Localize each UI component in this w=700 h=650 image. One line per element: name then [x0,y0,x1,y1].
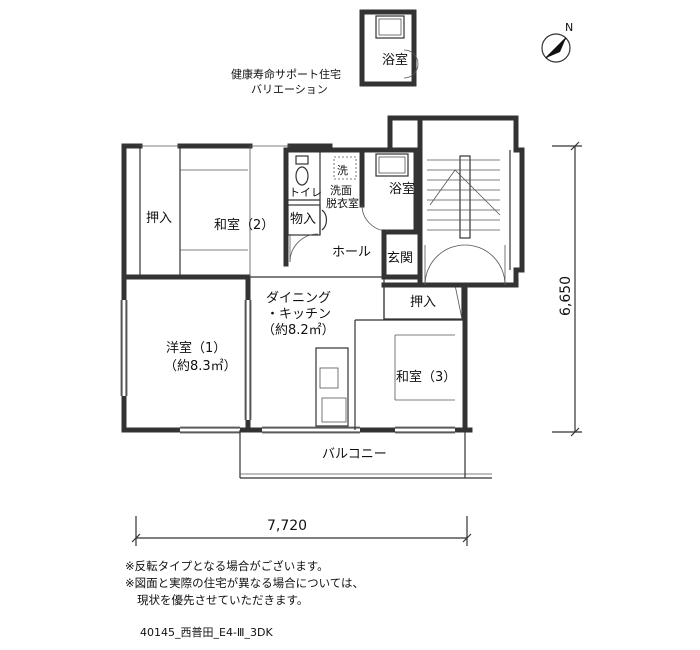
room-datsuijo: 脱衣室 [326,196,359,210]
compass-north-icon: N [565,21,573,34]
room-balcony: バルコニー [322,447,387,462]
room-toilet: トイレ [289,186,322,199]
room-youshitsu-1-area: （約8.3㎡） [164,359,237,374]
room-oshiire-left: 押入 [146,211,172,226]
compass: N [541,21,573,63]
room-genkan: 玄関 [387,251,413,266]
room-youshitsu-1: 洋室（1） [166,340,226,356]
variation-inset [359,9,419,87]
room-washitsu-3: 和室（3） [396,369,456,385]
plan-code: 40145_西普田_E4-Ⅲ_3DK [140,626,273,639]
room-monoire: 物入 [290,212,316,227]
note-line2: ※図面と実際の住宅が異なる場合については、 [125,576,365,590]
dimension-depth-label: 6,650 [558,276,574,316]
room-senmen: 洗面 [330,184,352,197]
room-sen: 洗 [337,164,348,177]
variation-title-line2: バリエーション [251,83,328,96]
room-dining-area: （約8.2㎡） [262,323,335,338]
variation-title-line1: 健康寿命サポート住宅 [231,67,341,81]
room-washitsu-2: 和室（2） [214,217,274,233]
dimension-width-label: 7,720 [267,518,307,534]
outer-walls [120,115,525,479]
note-line3: 現状を優先させていただきます。 [137,593,309,607]
room-hall: ホール [332,245,371,260]
variation-bath-label: 浴室 [382,52,408,68]
note-line1: ※反転タイプとなる場合がございます。 [125,559,329,573]
room-dining-line1: ダイニング [266,291,331,306]
room-bath: 浴室 [389,181,415,197]
room-oshiire-right: 押入 [410,295,436,310]
room-dining-line2: ・キッチン [266,307,331,322]
dimension-depth [552,141,582,437]
dimension-width [131,516,472,546]
